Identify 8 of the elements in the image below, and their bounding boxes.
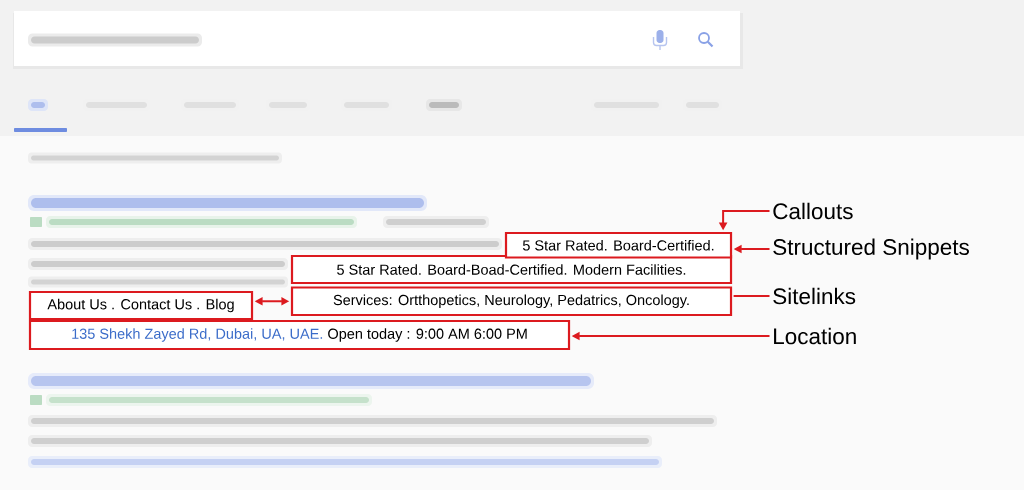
- highlight-box: About Us . Contact Us . Blog: [28, 290, 254, 321]
- annotation-label: Sitelinks: [773, 287, 856, 305]
- highlight-box: 5 Star Rated. Board-Certified.: [504, 231, 733, 259]
- annotation-label: Structured Snippets: [773, 238, 969, 260]
- connector-line: [732, 295, 771, 297]
- annotation-label: Callouts: [773, 202, 853, 220]
- annotation-label: Location: [774, 327, 856, 345]
- highlight-box: Services: Ortthopetics, Neurology, Pedatrics, Oncology.: [290, 286, 733, 317]
